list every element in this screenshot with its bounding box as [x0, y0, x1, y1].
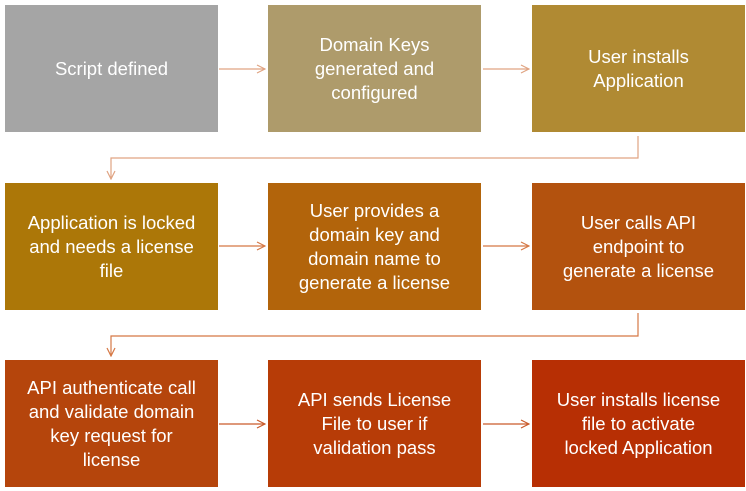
step-api-sends-license: API sends License File to user if valida…	[268, 360, 481, 487]
step-application-locked: Application is locked and needs a licens…	[5, 183, 218, 310]
arrow-step3-to-step4	[111, 136, 639, 179]
step-user-calls-api: User calls API endpoint to generate a li…	[532, 183, 745, 310]
step-label: User installs license file to activate l…	[556, 388, 721, 458]
step-label: API authenticate call and validate domai…	[27, 376, 196, 470]
step-label: Domain Keys generated and configured	[314, 33, 435, 103]
step-user-provides-domain-key: User provides a domain key and domain na…	[268, 183, 481, 310]
step-domain-keys-generated: Domain Keys generated and configured	[268, 5, 481, 132]
step-script-defined: Script defined	[5, 5, 218, 132]
step-label: Script defined	[54, 57, 169, 79]
arrow-step6-to-step7	[111, 313, 639, 356]
step-label: API sends License File to user if valida…	[297, 388, 452, 458]
step-label: User installs Application	[588, 45, 689, 91]
step-api-authenticate: API authenticate call and validate domai…	[5, 360, 218, 487]
step-label: Application is locked and needs a licens…	[27, 211, 196, 281]
step-user-installs-license: User installs license file to activate l…	[532, 360, 745, 487]
step-label: User provides a domain key and domain na…	[298, 199, 451, 293]
step-user-installs-application: User installs Application	[532, 5, 745, 132]
step-label: User calls API endpoint to generate a li…	[562, 211, 715, 281]
